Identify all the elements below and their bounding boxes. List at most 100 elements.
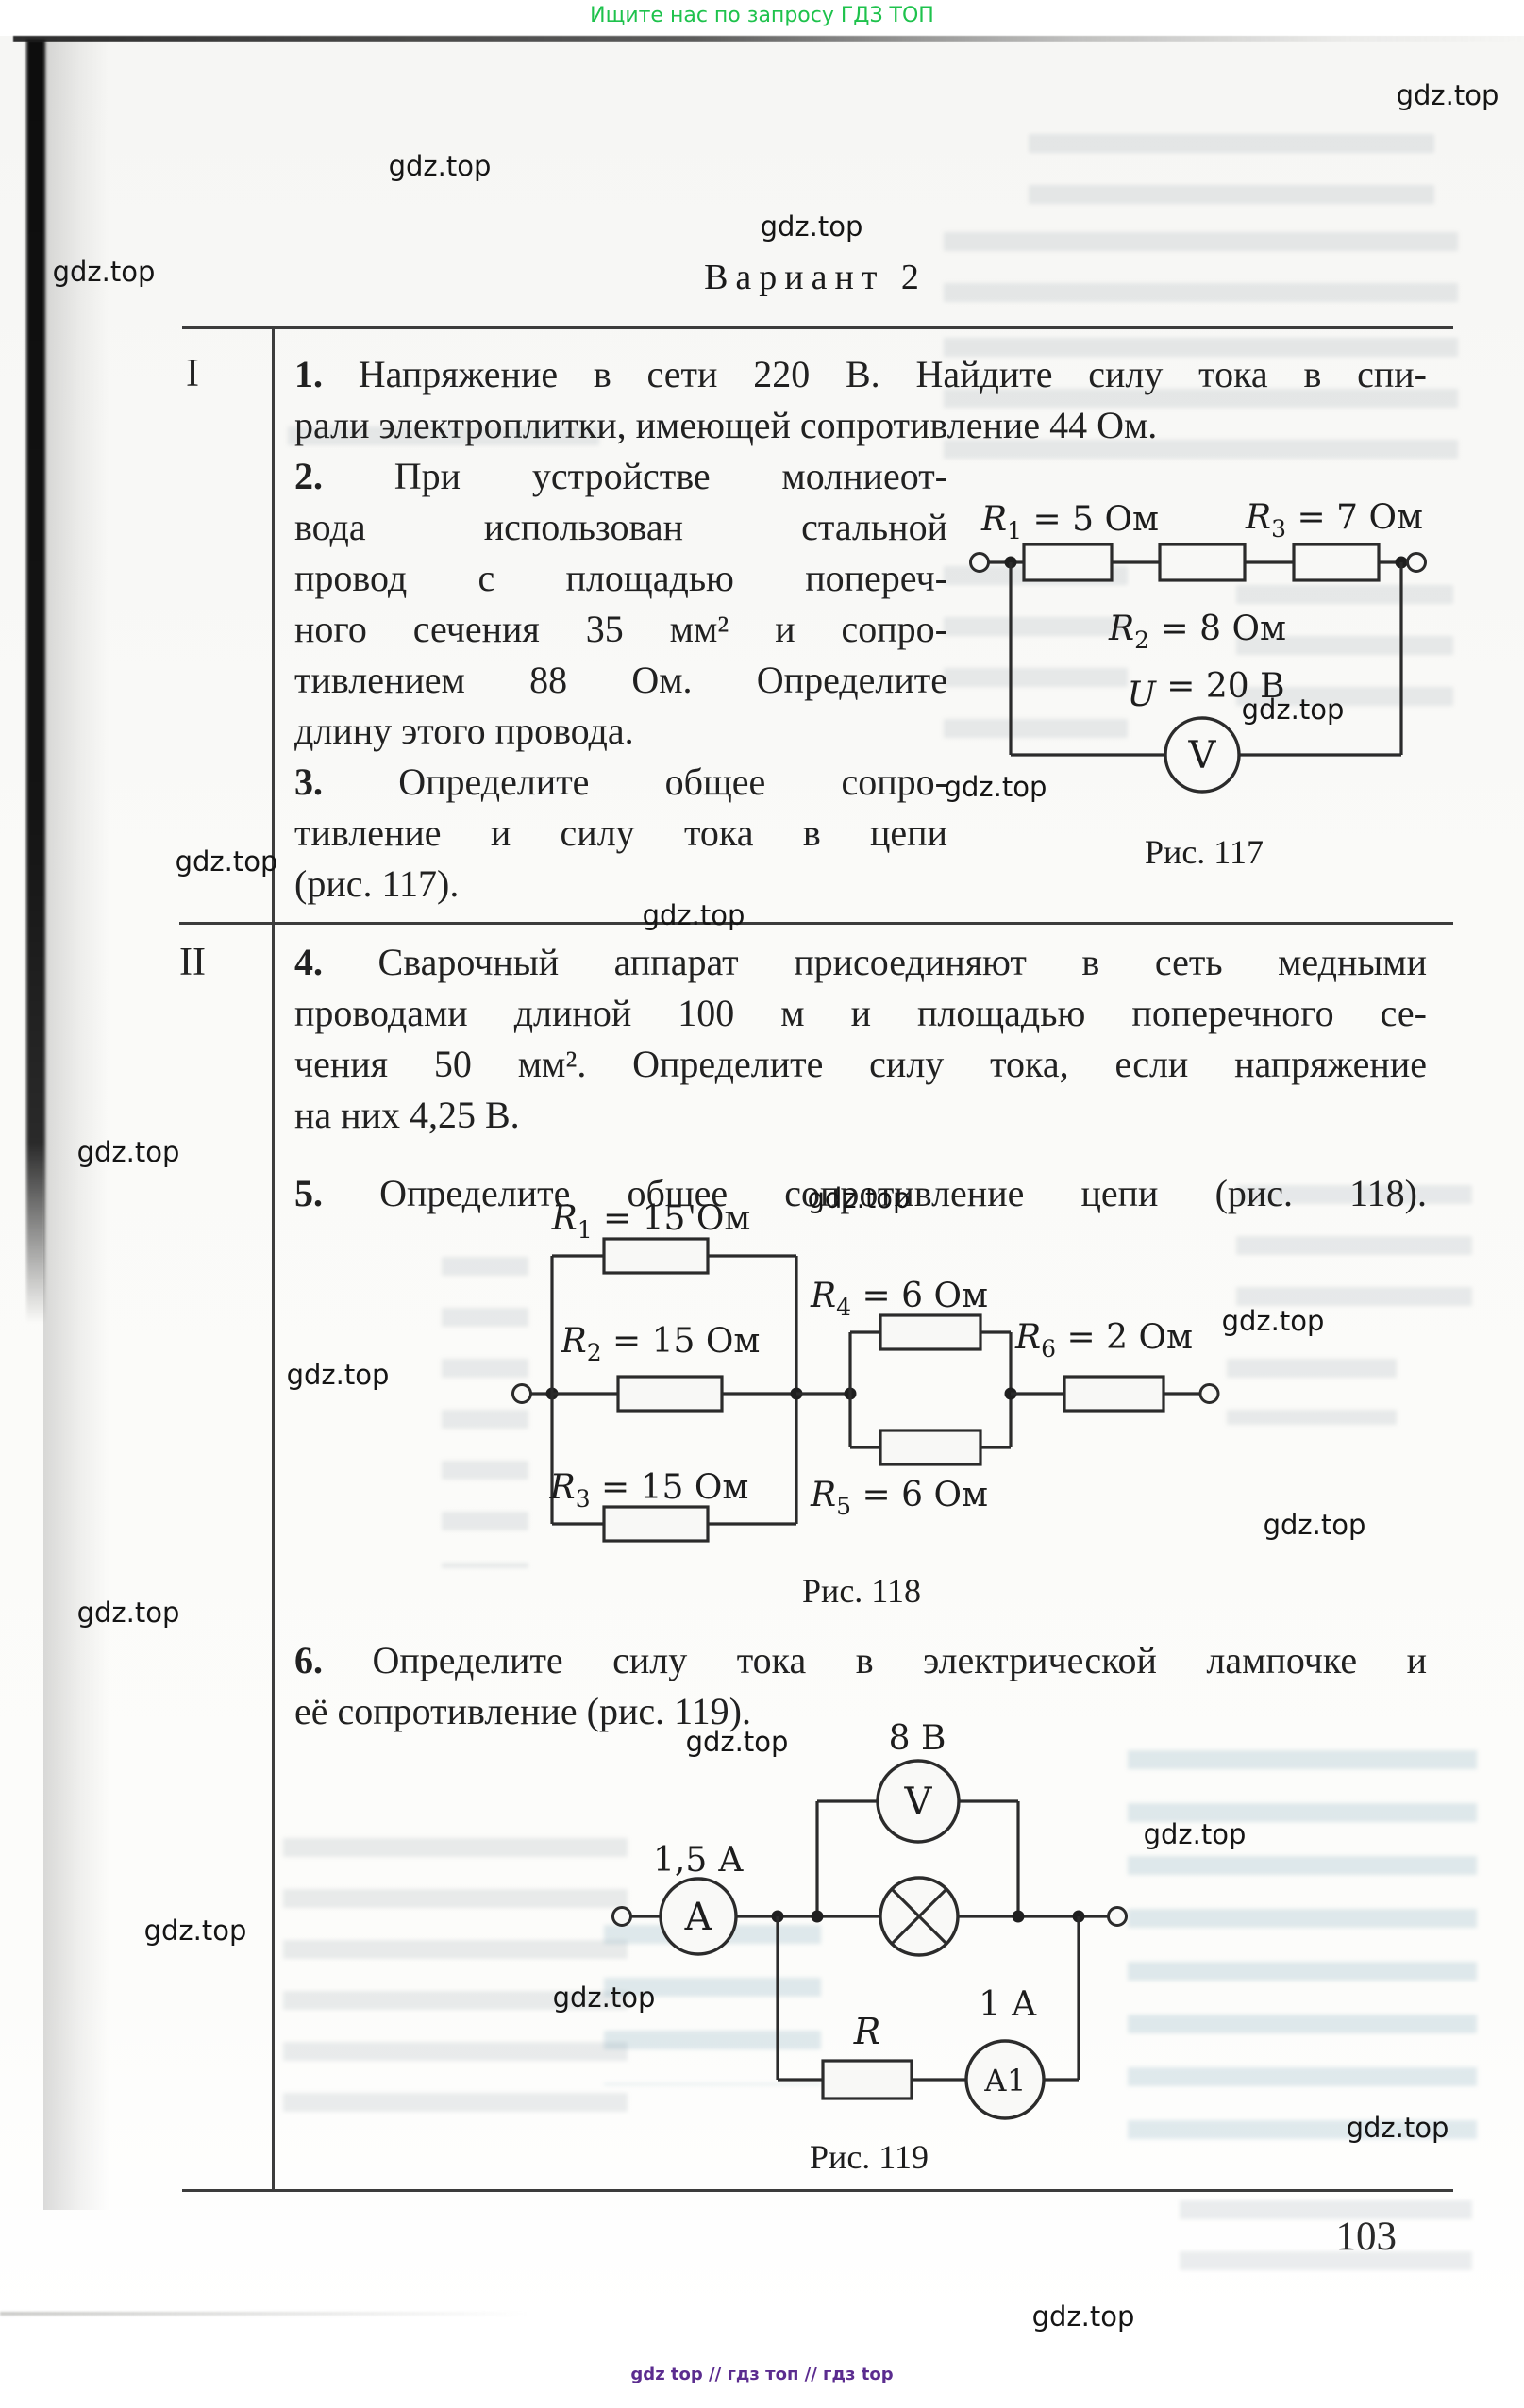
figure-117-caption: Рис. 117 xyxy=(1145,833,1264,871)
gdz-watermark: gdz.top xyxy=(52,256,156,288)
label-r3: R3 = 15 Ом xyxy=(549,1468,749,1513)
lamp-cross xyxy=(890,1887,948,1946)
problem-line: провод с площадью попереч- xyxy=(294,557,947,599)
resistor-r1 xyxy=(1022,543,1114,582)
gdz-watermark: gdz.top xyxy=(76,1597,180,1629)
gdz-watermark: gdz.top xyxy=(175,845,278,878)
resistor-r6 xyxy=(1063,1375,1165,1413)
problem-number: 2. xyxy=(294,455,323,497)
problem-line: 1. Напряжение в сети 220 В. Найдите силу… xyxy=(294,353,1427,395)
problem-line: 5. Определите общее сопротивление цепи (… xyxy=(294,1172,1427,1214)
rule-bottom xyxy=(182,2189,1453,2192)
label-r2: R2 = 15 Ом xyxy=(561,1322,761,1366)
problem-p2: 2. При устройстве молниеот-вода использо… xyxy=(294,451,947,757)
problem-line: (рис. 117). xyxy=(294,862,460,905)
label-r3: R3 = 7 Ом xyxy=(1245,498,1423,543)
label-1-5a: 1,5 А xyxy=(653,1841,744,1880)
node-dot xyxy=(1012,1910,1025,1923)
label-r: R xyxy=(853,2011,881,2052)
terminal-icon xyxy=(1198,1383,1220,1404)
gdz-watermark: gdz.top xyxy=(1396,79,1499,111)
gdz-watermark: gdz.top xyxy=(760,210,863,242)
problem-p5: 5. Определите общее сопротивление цепи (… xyxy=(294,1168,1427,1219)
figure-119-caption: Рис. 119 xyxy=(810,2138,929,2176)
resistor-r3 xyxy=(602,1505,710,1543)
rule-divider xyxy=(179,922,1453,925)
rule-top xyxy=(182,326,1453,329)
figure-118-circuit: R1 = 15 Ом R2 = 15 Ом R3 = 15 Ом R4 = 6 … xyxy=(511,1199,1220,1610)
label-8v: 8 В xyxy=(889,1719,946,1758)
resistor-r4 xyxy=(879,1313,982,1351)
terminal-icon xyxy=(511,1383,532,1404)
gdz-watermark: gdz.top xyxy=(143,1915,247,1947)
resistor-r5 xyxy=(879,1429,982,1466)
gdz-watermark: gdz.top xyxy=(1346,2112,1449,2144)
problem-number: 5. xyxy=(294,1172,323,1214)
gdz-watermark: gdz.top xyxy=(1241,694,1345,726)
problem-line: 6. Определите силу тока в электрической … xyxy=(294,1639,1427,1681)
problem-number: 6. xyxy=(294,1639,323,1681)
voltmeter-letter: V xyxy=(1188,734,1217,778)
problem-p6: 6. Определите силу тока в электрической … xyxy=(294,1635,1427,1737)
label-r6: R6 = 2 Ом xyxy=(1014,1318,1193,1363)
problem-p3: 3. Определите общее сопро-тивление и сил… xyxy=(294,757,947,910)
label-r2: R2 = 8 Ом xyxy=(1108,610,1286,654)
problem-p1: 1. Напряжение в сети 220 В. Найдите силу… xyxy=(294,349,1427,451)
problem-line: 4. Сварочный аппарат присоединяют в сеть… xyxy=(294,941,1427,983)
figure-118-caption: Рис. 118 xyxy=(802,1572,921,1610)
book-spine-shadow xyxy=(43,40,109,2210)
label-r5: R5 = 6 Ом xyxy=(810,1476,988,1520)
problem-line: рали электроплитки, имеющей сопротивлени… xyxy=(294,404,1158,446)
voltmeter-icon xyxy=(1164,716,1241,794)
resistor-r2 xyxy=(1158,543,1247,582)
label-r1: R1 = 15 Ом xyxy=(551,1199,751,1244)
figure-117-circuit: V R1 = 5 Ом R3 = 7 Ом R2 = 8 Ом U = 20 В… xyxy=(969,498,1427,871)
page-number: 103 xyxy=(1335,2215,1398,2259)
page-scan xyxy=(0,36,1524,2323)
problem-line: на них 4,25 В. xyxy=(294,1094,520,1136)
figure-119-circuit: 8 В V А 1,5 А А1 R 1 А Рис. 119 xyxy=(611,1719,1128,2176)
label-1a: 1 А xyxy=(979,1985,1037,2024)
gdz-watermark: gdz.top xyxy=(1143,1818,1247,1850)
problem-line: вода использован стальной xyxy=(294,506,947,548)
problem-line: тивление и силу тока в цепи xyxy=(294,811,947,854)
label-r4: R4 = 6 Ом xyxy=(810,1277,988,1321)
gdz-watermark: gdz.top xyxy=(552,1982,656,2014)
gdz-watermark: gdz.top xyxy=(286,1359,390,1391)
resistor-r3 xyxy=(1292,543,1381,582)
resistor-r xyxy=(821,2059,913,2100)
footer-links: gdz top // гдз топ // гдз top xyxy=(630,2365,894,2384)
gdz-watermark: gdz.top xyxy=(685,1726,789,1758)
gdz-watermark: gdz.top xyxy=(388,150,492,182)
problem-number: 1. xyxy=(294,353,323,395)
terminal-icon xyxy=(611,1906,632,1927)
page-bottom-edge xyxy=(0,2312,528,2316)
node-dot xyxy=(811,1910,824,1923)
ammeter-letter: А xyxy=(684,1896,712,1939)
terminal-icon xyxy=(1406,552,1427,573)
terminal-icon xyxy=(969,552,990,573)
problem-p4: 4. Сварочный аппарат присоединяют в сеть… xyxy=(294,937,1427,1141)
gdz-watermark: gdz.top xyxy=(944,771,1047,803)
gdz-watermark: gdz.top xyxy=(76,1136,180,1168)
gdz-watermark: gdz.top xyxy=(1031,2300,1135,2333)
section-roman-2: II xyxy=(179,941,206,984)
problem-number: 4. xyxy=(294,941,323,983)
problem-line: проводами длиной 100 м и площадью попере… xyxy=(294,992,1427,1034)
ammeter-a1-letter: А1 xyxy=(984,2063,1027,2099)
problem-line: чения 50 мм². Определите силу тока, если… xyxy=(294,1043,1427,1085)
voltmeter-letter: V xyxy=(904,1781,933,1824)
problem-number: 3. xyxy=(294,761,323,803)
label-r1: R1 = 5 Ом xyxy=(980,500,1159,544)
gdz-watermark: gdz.top xyxy=(807,1182,911,1214)
problem-line: ного сечения 35 мм² и сопро- xyxy=(294,608,947,650)
gdz-watermark: gdz.top xyxy=(1221,1305,1325,1337)
gdz-watermark: gdz.top xyxy=(1263,1509,1366,1541)
rule-vertical xyxy=(272,326,275,2192)
book-spine-band xyxy=(26,40,45,1323)
terminal-icon xyxy=(1107,1906,1128,1927)
problem-line: её сопротивление (рис. 119). xyxy=(294,1690,751,1732)
gdz-watermark: gdz.top xyxy=(642,899,745,931)
section-roman-1: I xyxy=(186,352,199,395)
problem-line: длину этого провода. xyxy=(294,710,634,752)
